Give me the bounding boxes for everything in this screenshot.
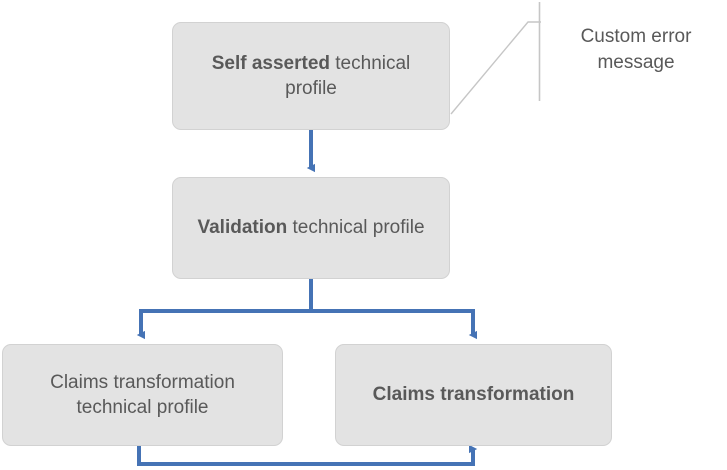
callout-line-1: Custom error	[580, 26, 692, 47]
node-label: Self asserted technical profile	[185, 51, 437, 101]
node-label-rest: technical profile	[287, 217, 425, 239]
edge-validation-split	[136, 279, 478, 340]
node-label-bold: Self asserted	[211, 52, 330, 74]
edge-feedback-loop	[137, 444, 478, 466]
node-label: Validation technical profile	[185, 215, 437, 240]
node-claims-transformation[interactable]: Claims transformation	[335, 344, 612, 446]
callout-leader-line	[450, 2, 541, 115]
node-label-rest: technical profile	[285, 52, 411, 99]
callout-line-2: message	[597, 51, 675, 73]
node-claims-transformation-technical-profile[interactable]: Claims transformation technical profile	[2, 344, 283, 446]
callout-custom-error-message: Custom error message	[556, 24, 716, 75]
node-validation-technical-profile[interactable]: Validation technical profile	[172, 177, 450, 279]
node-label: Claims transformation	[348, 382, 599, 407]
node-label: Claims transformation technical profile	[15, 370, 270, 420]
node-label-rest: Claims transformation technical profile	[50, 371, 235, 418]
node-label-bold: Claims transformation	[372, 384, 575, 406]
node-self-asserted-technical-profile[interactable]: Self asserted technical profile	[172, 22, 450, 130]
node-label-bold: Validation	[197, 217, 288, 239]
